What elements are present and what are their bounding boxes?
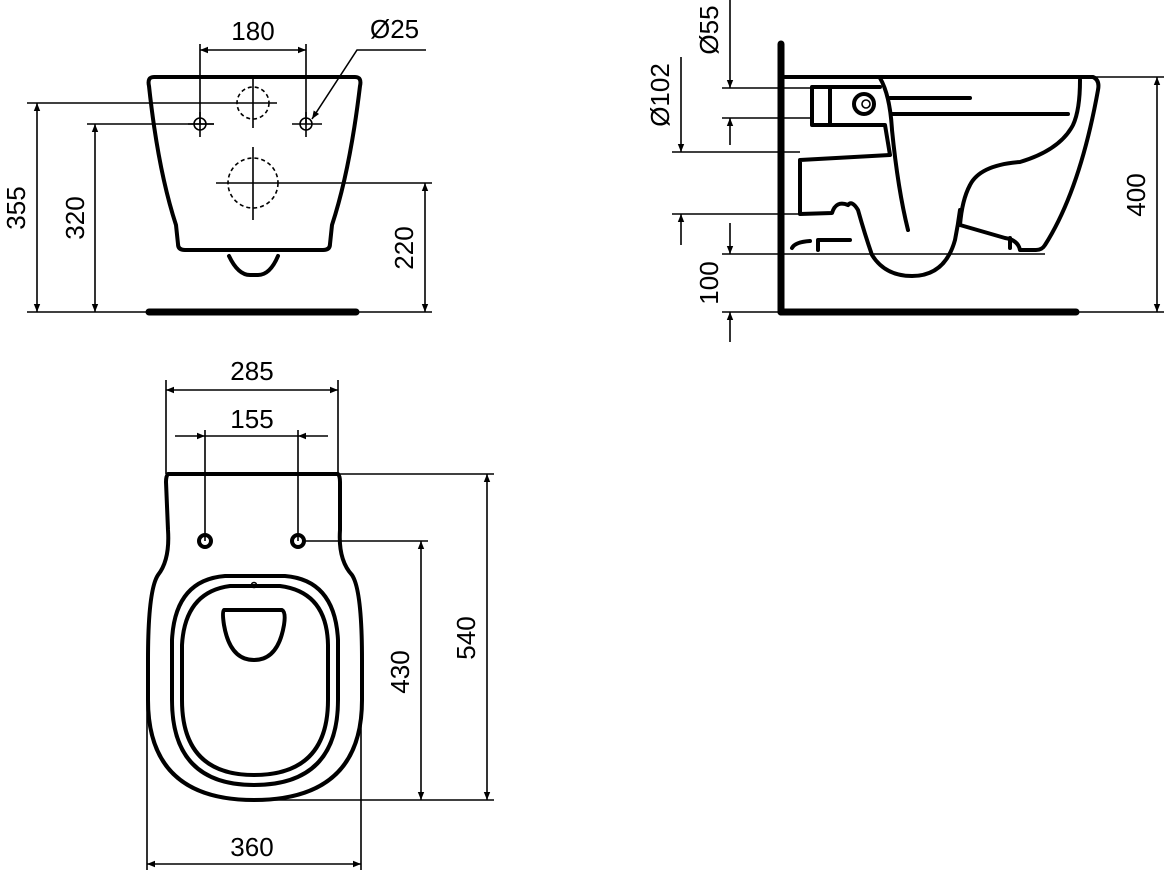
dim-180: 180 <box>231 16 274 46</box>
outlet-bump <box>227 254 280 277</box>
trap <box>846 201 962 278</box>
dim-430: 430 <box>385 650 415 693</box>
side-view: Ø55 Ø102 100 400 <box>645 0 1164 342</box>
dim-320: 320 <box>60 196 90 239</box>
bowl-outline <box>146 75 363 252</box>
dim-400: 400 <box>1121 173 1151 216</box>
inlet-pipe <box>798 85 892 216</box>
bowl-rim <box>170 574 340 787</box>
inlet-nozzle <box>852 92 876 116</box>
dim-355: 355 <box>1 186 31 229</box>
dim-100: 100 <box>694 261 724 304</box>
dim-360: 360 <box>230 832 273 862</box>
dim-220: 220 <box>389 226 419 269</box>
dim-d25: Ø25 <box>370 14 419 44</box>
seat-outline <box>146 472 364 802</box>
front-view: 180 Ø25 355 320 220 <box>1 14 432 316</box>
bowl-outer <box>783 75 1101 252</box>
dim-155: 155 <box>230 404 273 434</box>
trap-inner <box>878 76 910 232</box>
bowl-inner <box>180 584 330 777</box>
dim-d102: Ø102 <box>645 63 675 127</box>
top-view: 285 155 360 430 540 <box>146 356 494 870</box>
dim-285: 285 <box>230 356 273 386</box>
bowl-well <box>221 608 287 662</box>
dim-d55: Ø55 <box>694 5 724 54</box>
dim-540: 540 <box>451 616 481 659</box>
